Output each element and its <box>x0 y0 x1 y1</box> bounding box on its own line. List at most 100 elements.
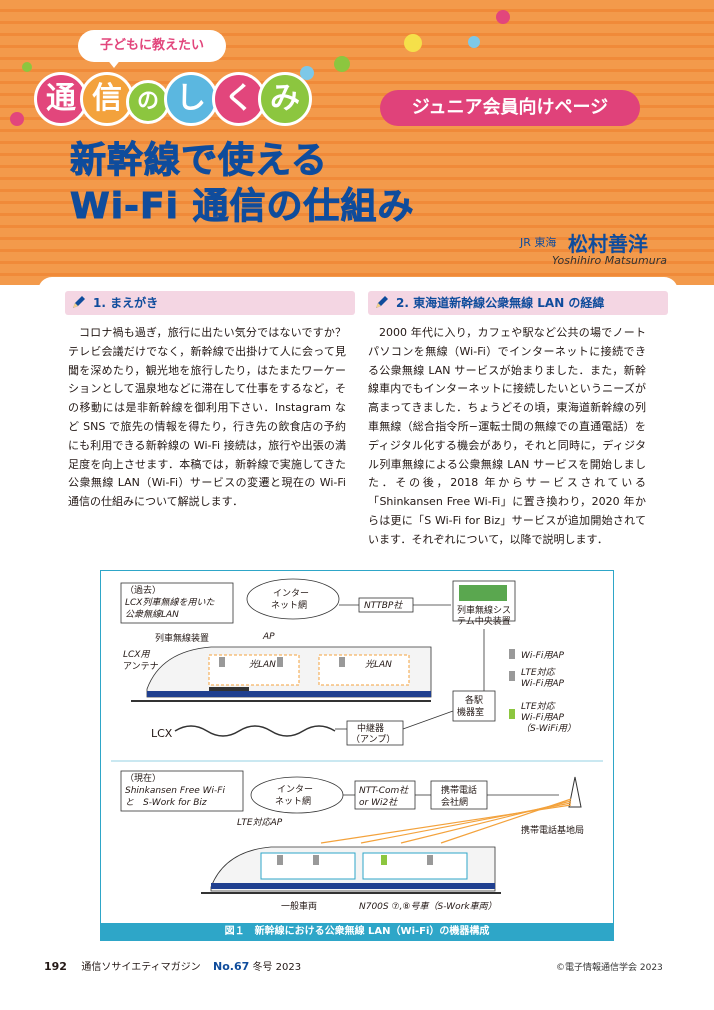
station-room-label: 各駅 <box>465 694 483 706</box>
hikari-lan-label: 光LAN <box>249 659 276 670</box>
car-normal-label: 一般車両 <box>281 900 317 912</box>
legend-swifi-ap-icon <box>509 709 515 719</box>
repeater-box <box>346 720 404 746</box>
section-heading-2-text: 2. 東海道新幹線公衆無線 LAN の経緯 <box>396 296 605 310</box>
issue-number: No.67 <box>213 960 250 973</box>
section-heading-1-text: 1. まえがき <box>93 296 159 310</box>
magazine-name: 通信ソサイエティマガジン <box>81 962 201 973</box>
central-label: テム中央装置 <box>457 615 511 627</box>
station-room-label: 機器室 <box>457 706 484 718</box>
nttcom-label: or Wi2社 <box>359 797 398 808</box>
past-label-line: （過去） <box>125 584 161 596</box>
legend-ap-icon <box>509 649 515 659</box>
decor-dot <box>496 10 510 24</box>
connector-line <box>402 710 454 730</box>
ap-label: AP <box>262 632 275 642</box>
copyright: ©電子情報通信学会 2023 <box>556 963 663 973</box>
station-room-box <box>452 690 496 722</box>
section-2-paragraph: 2000 年代に入り，カフェや駅など公共の場でノートパソコンを無線（Wi-Fi）… <box>368 326 646 546</box>
section-heading-2: 2. 東海道新幹線公衆無線 LAN の経緯 <box>368 291 668 315</box>
repeater-label: 中継器 <box>357 722 384 734</box>
radio-link <box>360 802 572 844</box>
internet-label: インター <box>277 784 313 795</box>
author-affiliation: JR 東海 <box>520 236 557 249</box>
car-zone <box>260 852 356 880</box>
figure-caption: 図１ 新幹線における公衆無線 LAN（Wi-Fi）の機器構成 <box>100 923 614 941</box>
decor-dot <box>334 56 350 72</box>
lcx-antenna <box>209 687 249 691</box>
page-number: 192 <box>44 960 67 973</box>
logo-char: し <box>164 72 218 126</box>
nttcom-label: NTT-Com社 <box>359 785 409 796</box>
nttcom-box <box>354 780 416 810</box>
past-label-box <box>120 582 234 624</box>
carrier-box <box>430 780 488 810</box>
ap-icon <box>219 657 225 667</box>
page-footer: 192 通信ソサイエティマガジン No.67 冬号 2023 <box>44 958 301 973</box>
ap-icon <box>427 855 433 865</box>
internet-label: インター <box>273 588 309 599</box>
page-title: 新幹線で使える Wi-Fi 通信の仕組み <box>69 138 415 230</box>
ap-icon <box>277 855 283 865</box>
section-pill: ジュニア会員向けページ <box>380 90 640 126</box>
decor-dot <box>22 62 32 72</box>
logo-char: 通 <box>34 72 88 126</box>
now-label-box <box>120 770 244 812</box>
logo-char: 信 <box>80 72 134 126</box>
internet-cloud <box>246 578 340 620</box>
lte-ap-label: LTE対応AP <box>237 817 283 828</box>
title-line-2: Wi-Fi 通信の仕組み <box>69 186 415 228</box>
pencil-icon <box>376 296 388 308</box>
issue-year: 2023 <box>275 962 302 973</box>
legend-label: （S-WiFi用） <box>521 723 576 734</box>
lcx-antenna-label: アンテナ <box>123 661 159 672</box>
internet-label: ネット網 <box>275 795 311 807</box>
speech-bubble: 子どもに教えたい <box>78 30 226 68</box>
carrier-label: 会社網 <box>441 796 468 808</box>
train-stripe <box>211 883 495 889</box>
section-1-body: コロナ禍も過ぎ，旅行に出たい気分ではないですか？テレビ会議だけでなく，新幹線で出… <box>68 324 346 512</box>
train-stripe <box>147 691 431 697</box>
now-label-line: と S-Work for Biz <box>125 798 207 808</box>
decor-dot <box>404 34 422 52</box>
section-heading-1: 1. まえがき <box>65 291 355 315</box>
ap-icon <box>339 657 345 667</box>
legend-label: Wi-Fi用AP <box>521 679 564 689</box>
central-label: 列車無線シス <box>457 604 511 616</box>
title-line-1: 新幹線で使える <box>69 140 328 182</box>
base-station-label: 携帯電話基地局 <box>521 824 584 836</box>
legend-label: LTE対応 <box>521 701 557 712</box>
logo-char: く <box>212 72 266 126</box>
legend-label: Wi-Fi用AP <box>521 651 564 661</box>
section-2-body: 2000 年代に入り，カフェや駅など公共の場でノートパソコンを無線（Wi-Fi）… <box>368 324 646 550</box>
issue-season: 冬号 <box>252 962 273 973</box>
internet-label: ネット網 <box>271 599 307 611</box>
carrier-label: 携帯電話 <box>441 784 477 796</box>
car-swork-label: N700S ⑦,⑧号車（S-Work車両） <box>359 901 497 912</box>
pencil-icon <box>73 296 85 308</box>
past-label-line: LCX列車無線を用いた <box>125 597 215 608</box>
decor-dot <box>468 36 480 48</box>
figure-1: （過去） LCX列車無線を用いた 公衆無線LAN インター ネット網 NTTBP… <box>100 570 614 925</box>
past-label-line: 公衆無線LAN <box>125 609 179 620</box>
internet-cloud <box>250 776 344 814</box>
decor-dot <box>300 66 314 80</box>
hikari-lan-label: 光LAN <box>365 659 392 670</box>
radio-device-label: 列車無線装置 <box>155 632 209 644</box>
nttbp-label: NTTBP社 <box>364 600 403 611</box>
now-label-line: Shinkansen Free Wi-Fi <box>125 786 225 796</box>
repeater-label: （アンプ） <box>351 734 395 745</box>
logo-char: み <box>258 72 312 126</box>
radio-link <box>320 804 572 844</box>
ap-icon <box>277 657 283 667</box>
server-icon <box>459 585 507 601</box>
network-diagram: （過去） LCX列車無線を用いた 公衆無線LAN インター ネット網 NTTBP… <box>111 578 603 912</box>
legend-label: LTE対応 <box>521 667 557 678</box>
hikari-lan-zone <box>318 654 410 686</box>
lcx-label: LCX <box>151 727 173 740</box>
lcx-antenna-label: LCX用 <box>123 650 150 660</box>
ap-icon <box>313 855 319 865</box>
author-name: 松村善洋 <box>568 232 648 256</box>
now-label-line: （現在） <box>125 772 161 784</box>
car-zone <box>362 852 468 880</box>
